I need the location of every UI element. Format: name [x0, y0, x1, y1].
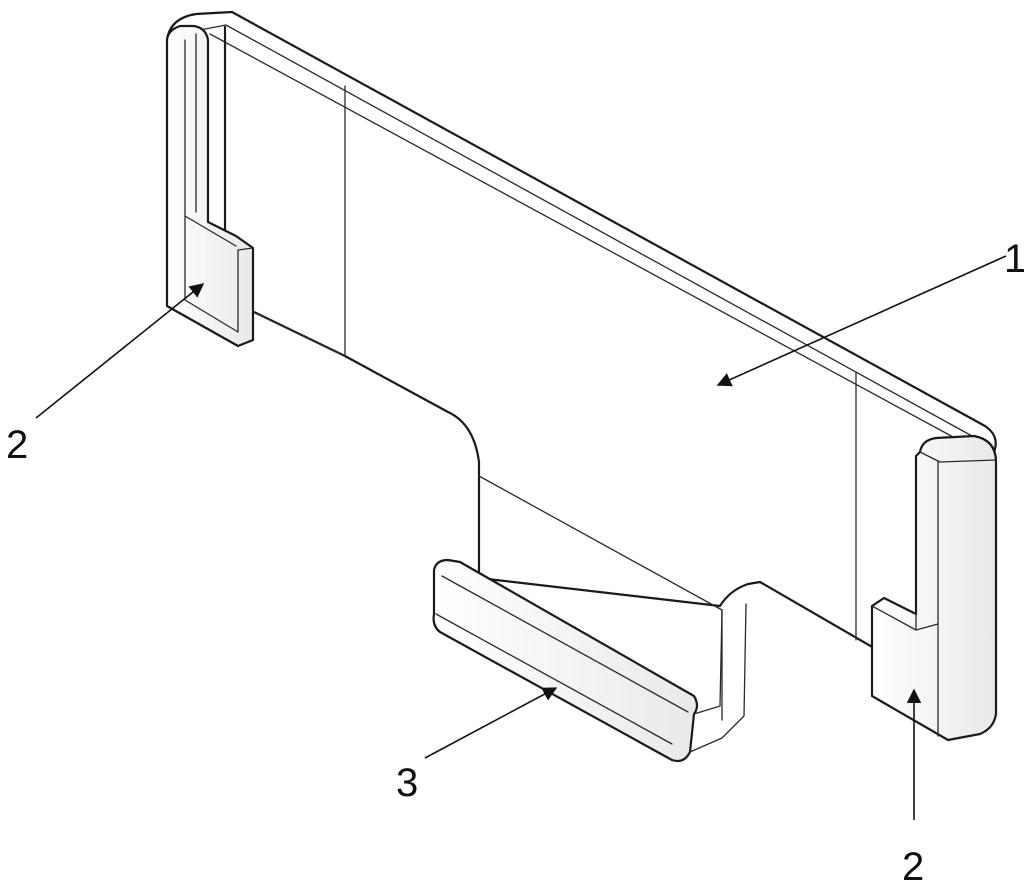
back-panel	[165, 10, 997, 721]
leader-lines	[35, 255, 1007, 820]
callout-number-panel: 1	[1004, 237, 1024, 281]
front-lip	[432, 558, 747, 763]
hook-right	[870, 434, 998, 742]
callout-number-hook-right: 2	[902, 845, 924, 887]
leader-front-lip	[424, 687, 558, 759]
leader-hook-left	[35, 283, 205, 419]
leader-panel	[716, 255, 1007, 387]
hook-left	[165, 24, 255, 348]
callout-number-hook-left: 2	[6, 423, 28, 467]
callout-number-front-lip: 3	[396, 761, 418, 805]
